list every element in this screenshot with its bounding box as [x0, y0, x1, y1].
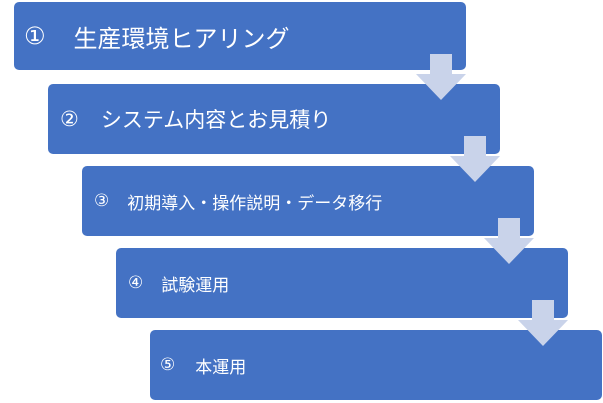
- step-3-number: ③: [94, 191, 110, 211]
- step-2-number: ②: [60, 107, 79, 131]
- down-arrow-icon: [450, 136, 500, 182]
- step-5-number: ⑤: [160, 355, 176, 375]
- down-arrow-icon: [518, 300, 568, 346]
- step-3-box: ③ 初期導入・操作説明・データ移行: [82, 166, 534, 236]
- step-5-box: ⑤ 本運用: [150, 330, 602, 400]
- step-1-box: ① 生産環境ヒアリング: [14, 2, 466, 70]
- step-4-box: ④ 試験運用: [116, 248, 568, 318]
- step-5-label: 本運用: [195, 357, 247, 378]
- step-4-label: 試験運用: [161, 275, 230, 296]
- down-arrow-icon: [484, 218, 534, 264]
- step-2-label: システム内容とお見積り: [100, 108, 332, 132]
- down-arrow-icon: [416, 54, 466, 100]
- step-1-label: 生産環境ヒアリング: [73, 24, 290, 53]
- step-1-number: ①: [24, 22, 46, 50]
- step-3-label: 初期導入・操作説明・データ移行: [127, 193, 383, 214]
- step-2-box: ② システム内容とお見積り: [48, 84, 500, 154]
- step-4-number: ④: [128, 273, 144, 293]
